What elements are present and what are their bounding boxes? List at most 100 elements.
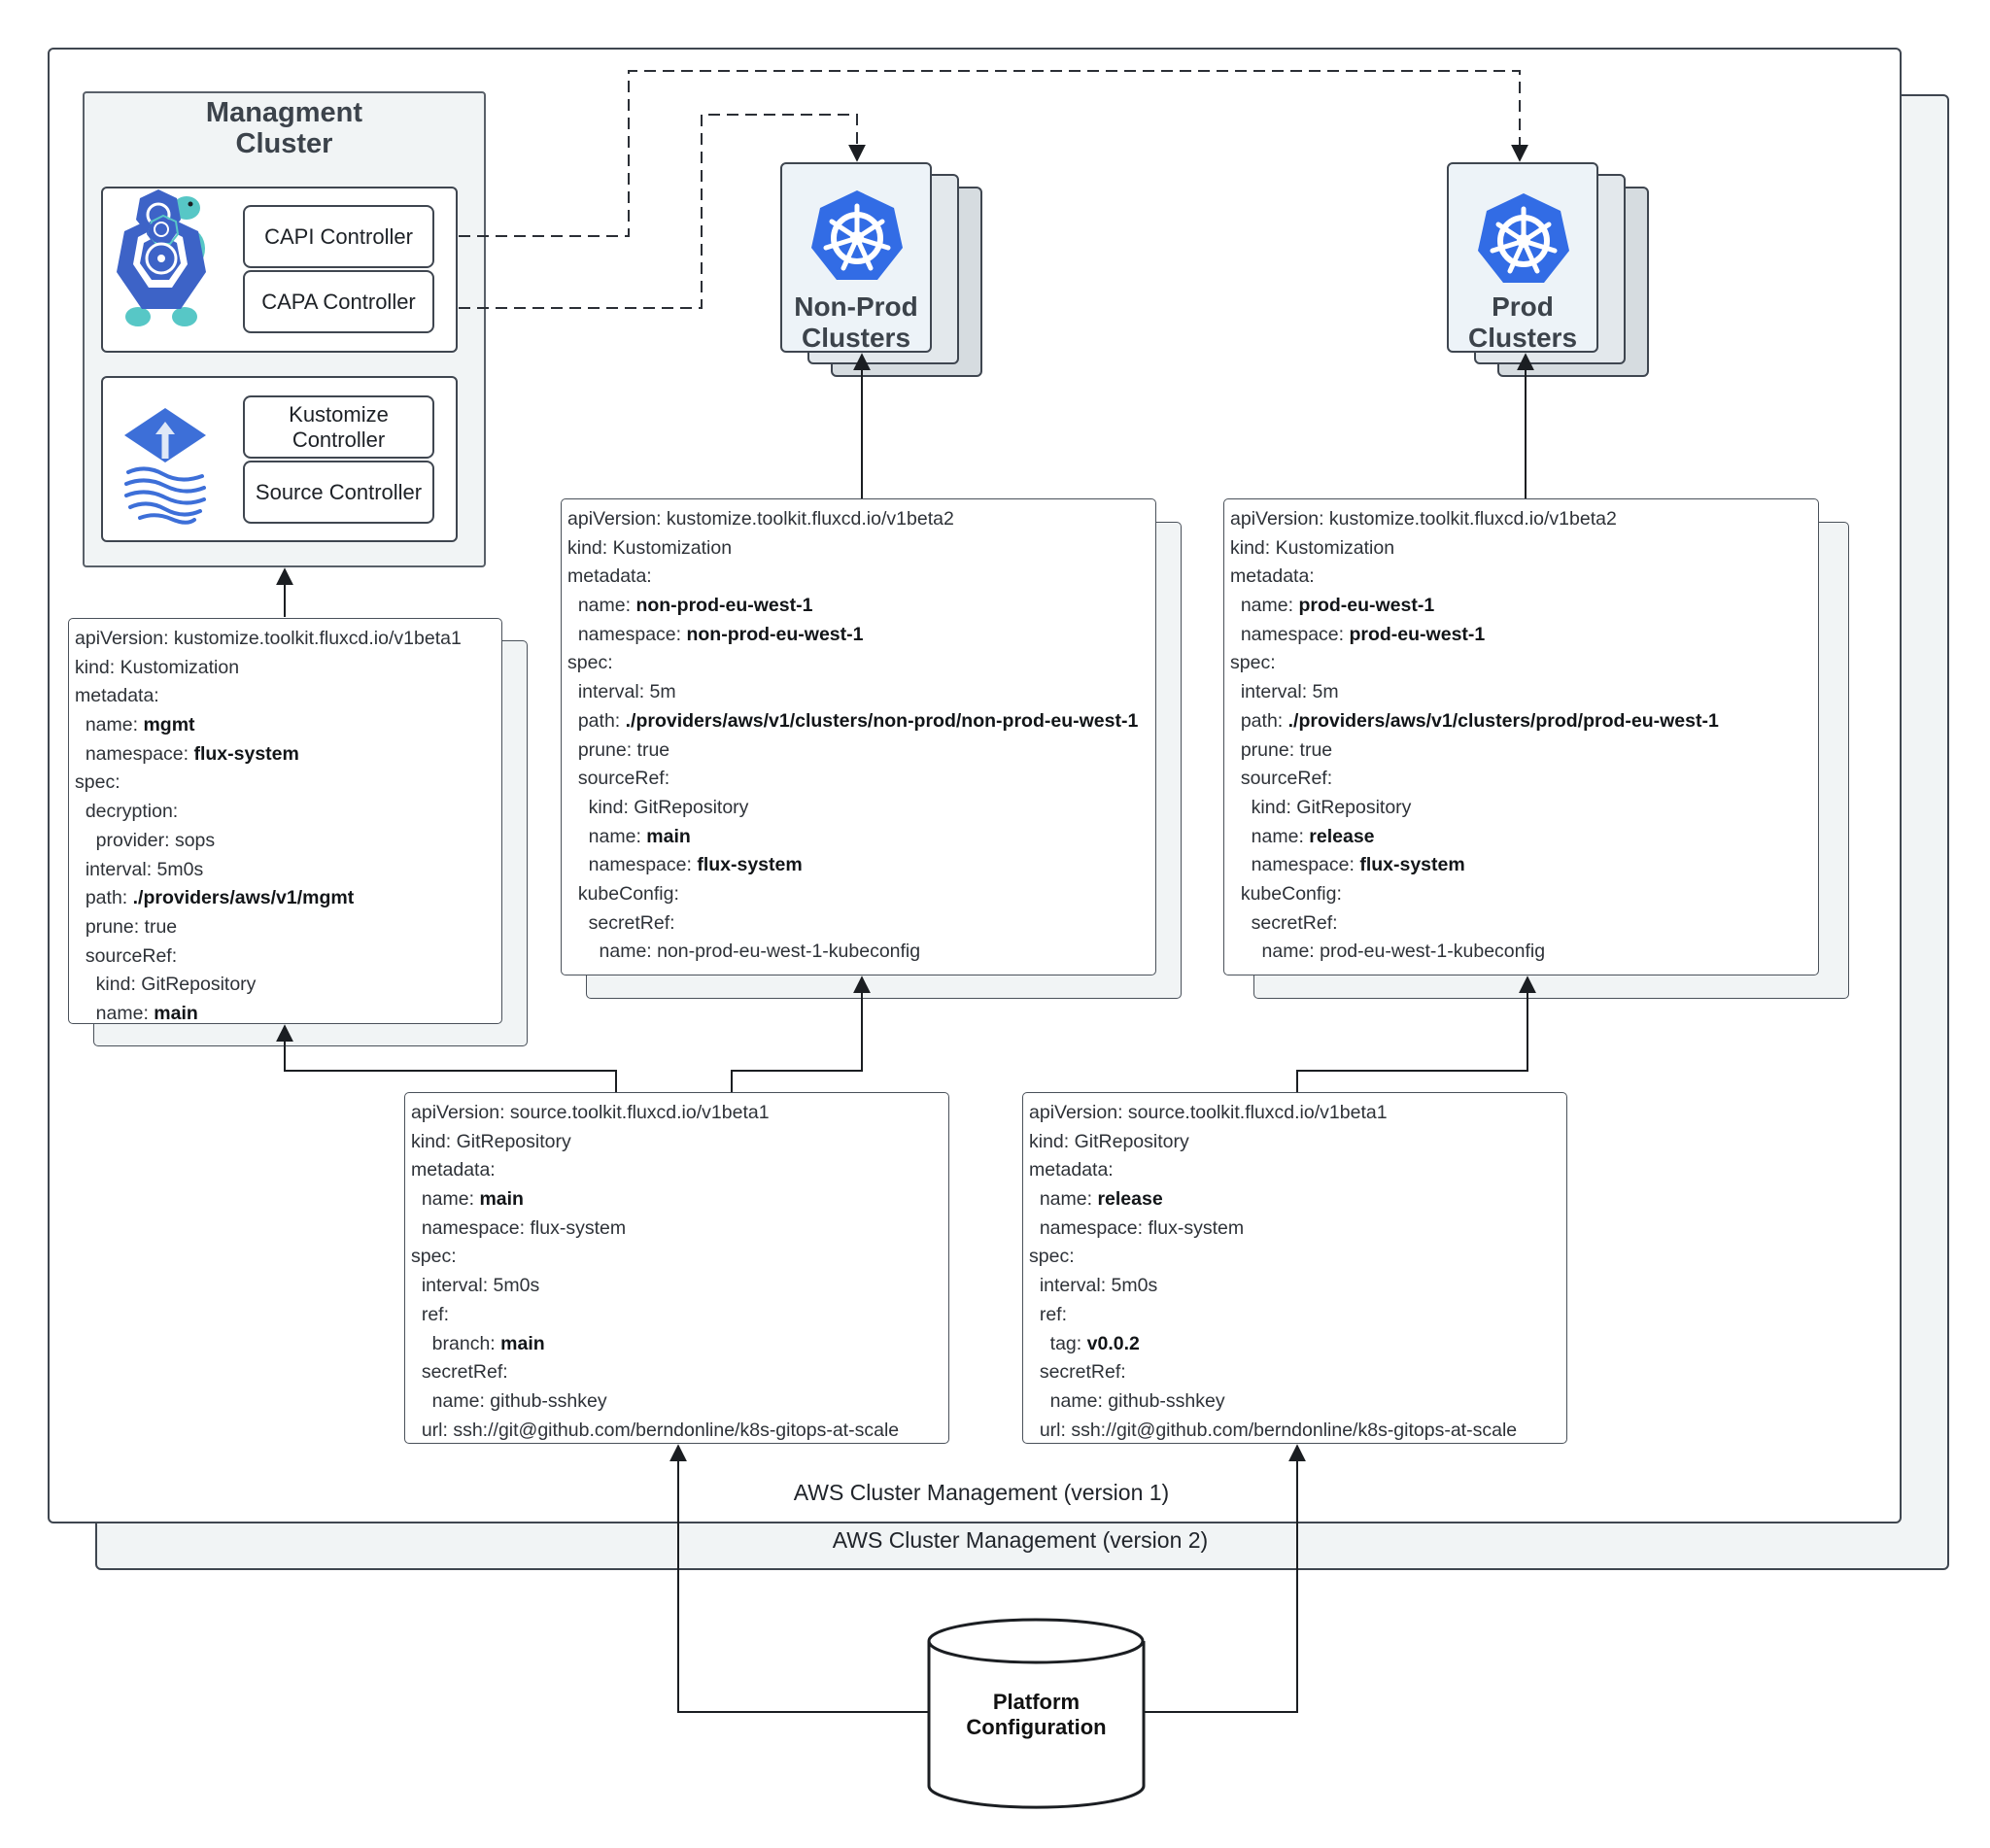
yaml-key: decryption:	[75, 801, 179, 823]
capi-to-prod-dashed-connector	[459, 70, 1528, 237]
platform-label-line2: Configuration	[966, 1715, 1107, 1739]
yaml-key: kind: Kustomization	[567, 536, 733, 559]
yaml-key: name:	[567, 825, 647, 847]
yaml-line: url: ssh://git@github.com/berndonline/k8…	[411, 1417, 948, 1446]
capa-controller: CAPA Controller	[243, 270, 434, 333]
yaml-key: metadata:	[1029, 1159, 1114, 1181]
yaml-key: ref:	[1029, 1303, 1068, 1325]
yaml-key: kubeConfig:	[1230, 882, 1342, 905]
prod-kustomization-card: apiVersion: kustomize.toolkit.fluxcd.io/…	[1223, 498, 1819, 975]
yaml-line: metadata:	[1230, 563, 1818, 592]
yaml-key: secretRef:	[411, 1361, 508, 1384]
yaml-line: name: release	[1029, 1185, 1566, 1215]
yaml-value: non-prod-eu-west-1	[686, 623, 864, 645]
yaml-value: prod-eu-west-1	[1298, 595, 1435, 617]
yaml-value: release	[1309, 825, 1375, 847]
yaml-line: interval: 5m	[567, 678, 1155, 707]
yaml-key: sourceRef:	[75, 944, 178, 967]
yaml-line: interval: 5m0s	[411, 1272, 948, 1301]
yaml-line: spec:	[567, 649, 1155, 678]
yaml-line: url: ssh://git@github.com/berndonline/k8…	[1029, 1417, 1566, 1446]
yaml-value: release	[1097, 1188, 1163, 1211]
yaml-line: name: mgmt	[75, 711, 501, 740]
gitrepository-main-card: apiVersion: source.toolkit.fluxcd.io/v1b…	[404, 1092, 949, 1444]
yaml-key: spec:	[567, 652, 613, 674]
yaml-line: apiVersion: kustomize.toolkit.fluxcd.io/…	[75, 625, 501, 654]
yaml-value: main	[154, 1002, 198, 1024]
source-controller: Source Controller	[243, 461, 434, 524]
yaml-line: kind: GitRepository	[567, 794, 1155, 823]
yaml-key: kubeConfig:	[567, 882, 679, 905]
yaml-key: interval: 5m0s	[411, 1275, 540, 1297]
yaml-key: spec:	[75, 771, 120, 794]
yaml-line: name: non-prod-eu-west-1	[567, 592, 1155, 621]
prod-label-line1: Prod	[1492, 291, 1554, 322]
yaml-line: kind: Kustomization	[75, 654, 501, 683]
yaml-key: ref:	[411, 1303, 450, 1325]
yaml-line: path: ./providers/aws/v1/clusters/non-pr…	[567, 707, 1155, 736]
yaml-key: namespace: flux-system	[1029, 1216, 1245, 1239]
yaml-key: namespace:	[1230, 854, 1360, 876]
nonprod-kustomization-yaml: apiVersion: kustomize.toolkit.fluxcd.io/…	[562, 499, 1155, 967]
yaml-line: secretRef:	[1230, 909, 1818, 939]
yaml-line: name: main	[75, 1000, 501, 1029]
kustomize-controller-line1: Kustomize	[289, 401, 389, 427]
yaml-key: metadata:	[75, 685, 159, 707]
yaml-key: name:	[411, 1188, 480, 1211]
yaml-line: name: github-sshkey	[1029, 1387, 1566, 1417]
cluster-api-turtle-icon	[117, 189, 206, 326]
yaml-value: flux-system	[193, 742, 299, 765]
region-label-v1: AWS Cluster Management (version 1)	[793, 1480, 1170, 1505]
yaml-key: name:	[567, 595, 636, 617]
yaml-key: namespace:	[567, 623, 687, 645]
yaml-key: path:	[75, 887, 133, 909]
yaml-key: secretRef:	[1029, 1361, 1126, 1384]
yaml-value: ./providers/aws/v1/mgmt	[132, 887, 355, 909]
platform-label-line1: Platform	[992, 1690, 1081, 1714]
yaml-key: interval: 5m	[1230, 681, 1339, 703]
yaml-line: interval: 5m	[1230, 678, 1818, 707]
yaml-key: kind: GitRepository	[75, 974, 257, 996]
yaml-value: ./providers/aws/v1/clusters/non-prod/non…	[625, 709, 1139, 732]
yaml-line: name: main	[411, 1185, 948, 1215]
capa-to-nonprod-dashed-connector	[459, 114, 866, 309]
yaml-line: kind: Kustomization	[567, 534, 1155, 564]
yaml-line: namespace: non-prod-eu-west-1	[567, 621, 1155, 650]
yaml-key: spec:	[1230, 652, 1276, 674]
yaml-value: prod-eu-west-1	[1349, 623, 1486, 645]
yaml-line: metadata:	[75, 682, 501, 711]
yaml-line: interval: 5m0s	[1029, 1272, 1566, 1301]
yaml-key: kind: GitRepository	[411, 1130, 571, 1152]
yaml-key: name: github-sshkey	[1029, 1389, 1225, 1412]
yaml-line: prune: true	[1230, 736, 1818, 766]
yaml-line: sourceRef:	[1230, 765, 1818, 794]
yaml-key: interval: 5m0s	[1029, 1275, 1158, 1297]
yaml-key: secretRef:	[1230, 911, 1338, 934]
yaml-line: apiVersion: kustomize.toolkit.fluxcd.io/…	[1230, 505, 1818, 534]
yaml-line: kubeConfig:	[1230, 880, 1818, 909]
yaml-line: spec:	[411, 1243, 948, 1272]
kustomize-controller: Kustomize Controller	[243, 395, 434, 459]
yaml-line: provider: sops	[75, 827, 501, 856]
yaml-key: metadata:	[411, 1159, 496, 1181]
yaml-value: main	[500, 1332, 545, 1354]
mgmt-kustomization-card: apiVersion: kustomize.toolkit.fluxcd.io/…	[68, 618, 502, 1024]
gitrepository-main-yaml: apiVersion: source.toolkit.fluxcd.io/v1b…	[405, 1093, 948, 1445]
yaml-key: name: prod-eu-west-1-kubeconfig	[1230, 941, 1546, 963]
yaml-key: name:	[1230, 595, 1299, 617]
yaml-key: namespace:	[567, 854, 698, 876]
yaml-value: mgmt	[143, 714, 195, 736]
yaml-line: name: prod-eu-west-1-kubeconfig	[1230, 938, 1818, 967]
yaml-key: name:	[75, 714, 144, 736]
yaml-key: prune: true	[1230, 738, 1333, 761]
yaml-key: sourceRef:	[567, 768, 670, 790]
kustomize-controller-line2: Controller	[292, 427, 386, 452]
yaml-line: ref:	[411, 1301, 948, 1330]
yaml-line: kind: GitRepository	[1029, 1128, 1566, 1157]
yaml-key: kind: GitRepository	[567, 796, 749, 818]
yaml-line: spec:	[1230, 649, 1818, 678]
yaml-key: provider: sops	[75, 829, 216, 851]
nonprod-label-line2: Clusters	[801, 323, 911, 353]
yaml-line: apiVersion: kustomize.toolkit.fluxcd.io/…	[567, 505, 1155, 534]
